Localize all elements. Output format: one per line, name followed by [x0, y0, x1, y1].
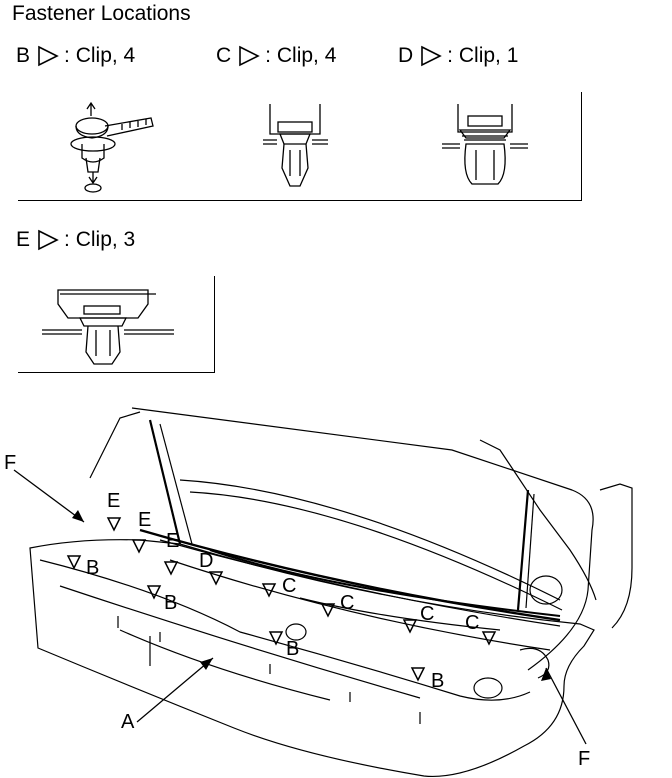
- triangle-outline-icon: [163, 561, 179, 576]
- triangle-outline-icon: [410, 667, 426, 682]
- legend-letter: B: [16, 44, 31, 67]
- triangle-outline-icon: [268, 631, 284, 646]
- callout-a: A: [121, 711, 135, 733]
- triangle-outline-icon: [208, 571, 224, 586]
- callout-f-lower: F: [578, 748, 591, 770]
- triangle-outline-icon: [320, 603, 336, 618]
- triangle-outline-icon: [106, 517, 122, 532]
- callout-c: C: [340, 592, 355, 614]
- legend-separator: :: [265, 44, 272, 67]
- legend-text: Clip, 4: [75, 44, 136, 67]
- triangle-outline-icon: [38, 45, 59, 67]
- triangle-outline-icon: [66, 555, 82, 570]
- legend-item-b: B : Clip, 4: [16, 44, 135, 68]
- clip-c-illustration: [263, 104, 328, 187]
- legend-item-e: E : Clip, 3: [16, 228, 135, 252]
- legend-text: Clip, 3: [75, 228, 136, 251]
- callout-b: B: [164, 592, 178, 614]
- triangle-outline-icon: [402, 619, 418, 634]
- triangle-outline-icon: [131, 539, 147, 554]
- triangle-outline-icon: [146, 585, 162, 600]
- callout-d: D: [199, 550, 214, 572]
- legend-item-d: D : Clip, 1: [398, 44, 518, 68]
- callout-b: B: [431, 670, 445, 692]
- page-title: Fastener Locations: [12, 2, 191, 25]
- fastener-markers: [66, 517, 497, 682]
- legend-separator: :: [447, 44, 454, 67]
- callout-b: B: [286, 638, 300, 660]
- legend-item-c: C : Clip, 4: [216, 44, 336, 68]
- legend-letter: D: [398, 44, 414, 67]
- triangle-outline-icon: [421, 45, 442, 67]
- leader-lines: [13, 469, 587, 745]
- legend-letter: E: [16, 228, 31, 251]
- clip-detail-panel: [18, 92, 582, 201]
- clip-e-illustration: [42, 289, 174, 365]
- legend-text: Clip, 4: [276, 44, 337, 67]
- legend-letter: C: [216, 44, 232, 67]
- triangle-outline-icon: [38, 229, 59, 251]
- callout-c: C: [465, 612, 480, 634]
- hood-outline: [131, 407, 594, 671]
- clip-d-illustration: [442, 104, 528, 185]
- legend-text: Clip, 1: [458, 44, 519, 67]
- callout-e: E: [166, 530, 180, 552]
- callout-b: B: [86, 557, 100, 579]
- legend-separator: :: [64, 228, 70, 251]
- cowl-assembly-illustration: [13, 407, 633, 778]
- triangle-outline-icon: [239, 45, 260, 67]
- clip-e-panel: [18, 276, 215, 373]
- triangle-outline-icon: [261, 583, 277, 598]
- callout-c: C: [282, 575, 297, 597]
- legend-separator: :: [64, 44, 70, 67]
- callout-f-upper: F: [4, 452, 17, 474]
- callout-e: E: [107, 490, 121, 512]
- clip-b-illustration: [70, 101, 154, 193]
- callout-c: C: [420, 603, 435, 625]
- callout-e: E: [138, 509, 152, 531]
- triangle-outline-icon: [481, 631, 497, 646]
